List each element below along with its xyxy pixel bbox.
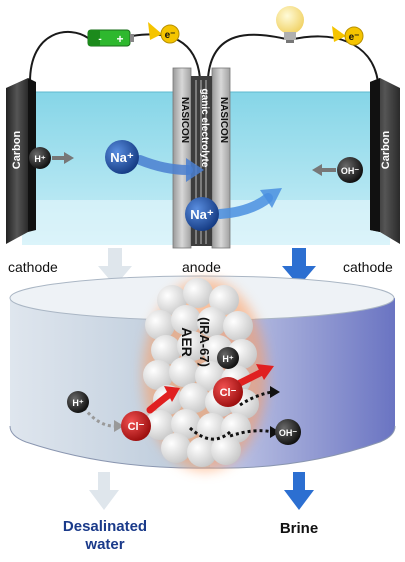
cl-ion-right-label: Cl⁻: [220, 387, 237, 399]
separator-middle-label: ganic electrolyte: [199, 89, 210, 168]
desalinated-line2: water: [85, 536, 125, 553]
h-ion-cell: H⁺: [29, 147, 51, 169]
battery-icon: - +: [87, 29, 134, 47]
h-ion-resin-label: H⁺: [222, 354, 233, 364]
right-carbon-electrode: Carbon: [370, 78, 400, 244]
right-electrode-label: Carbon: [380, 130, 392, 169]
oh-ion-cell-label: OH⁻: [341, 166, 360, 176]
electron-left-icon: e⁻: [148, 22, 180, 44]
h-ion-tank: H⁺: [67, 391, 89, 413]
oh-ion-tank: OH⁻: [275, 419, 301, 445]
na-ion-bottom: Na⁺: [185, 197, 219, 231]
na-ion-bottom-label: Na⁺: [190, 207, 214, 222]
cl-ion-left: Cl⁻: [121, 411, 151, 441]
ion-exchange-tank: AER (IRA-67) H⁺ H⁺ Cl⁻ Cl⁻: [9, 275, 396, 471]
electron-right-icon: e⁻: [332, 26, 364, 46]
anode-label: anode: [182, 259, 221, 275]
na-exit-arrowhead: [260, 188, 282, 208]
h-ion-cell-label: H⁺: [34, 154, 45, 164]
electrochemical-cell: - + e⁻ e⁻ Carbon: [6, 6, 400, 249]
oh-ion-tank-label: OH⁻: [279, 428, 298, 438]
h-ion-resin: H⁺: [217, 347, 239, 369]
na-exit-arrow: [215, 193, 273, 219]
electron-left-label: e⁻: [165, 30, 176, 41]
light-bulb-icon: [276, 6, 304, 43]
battery-plus-sign: +: [116, 32, 123, 46]
cathode-right-label: cathode: [343, 259, 393, 275]
h-ion-tank-label: H⁺: [72, 398, 83, 408]
cl-ion-left-label: Cl⁻: [128, 421, 145, 433]
aer-resin-column: AER (IRA-67): [143, 278, 267, 471]
na-transfer-arrowhead: [186, 158, 204, 182]
cl-red-arrowhead-right: [256, 364, 274, 380]
resin-label-line2: (IRA-67): [197, 317, 212, 367]
cl-red-arrow-right: [234, 368, 266, 388]
cl-path-arrow: [188, 426, 231, 441]
brine-label: Brine: [279, 520, 319, 537]
flow-arrow-left: [98, 248, 132, 286]
output-arrow-left: [89, 472, 119, 510]
wire-left: [29, 30, 89, 83]
cl-red-arrowhead-left: [164, 386, 180, 402]
h-path-arrowhead: [114, 420, 124, 432]
separator-right-label: NASICON: [218, 97, 229, 143]
resin-label-line1: AER: [179, 327, 195, 357]
desalinated-line1: Desalinated: [62, 518, 148, 535]
desalinated-water-label: Desalinated water: [50, 518, 160, 554]
cl-out-arrowhead: [270, 386, 280, 398]
na-transfer-arrow: [135, 155, 193, 175]
cathode-left-label: cathode: [8, 259, 58, 275]
cl-out-arrow: [239, 390, 273, 407]
na-ion-top-label: Na⁺: [110, 150, 134, 165]
flow-arrow-right: [282, 248, 316, 286]
left-electrode-label: Carbon: [11, 130, 23, 169]
output-arrow-right: [284, 472, 314, 510]
na-ion-top: Na⁺: [105, 140, 139, 174]
h-left-arrowhead: [64, 152, 74, 164]
cl-ion-right: Cl⁻: [213, 377, 243, 407]
separator-left-label: NASICON: [179, 97, 190, 143]
battery-minus-sign: -: [98, 34, 101, 45]
electron-right-label: e⁻: [349, 32, 360, 43]
oh-right-arrowhead: [312, 164, 322, 176]
oh-ion-cell: OH⁻: [337, 157, 363, 183]
wire-left-mid: [131, 33, 201, 79]
